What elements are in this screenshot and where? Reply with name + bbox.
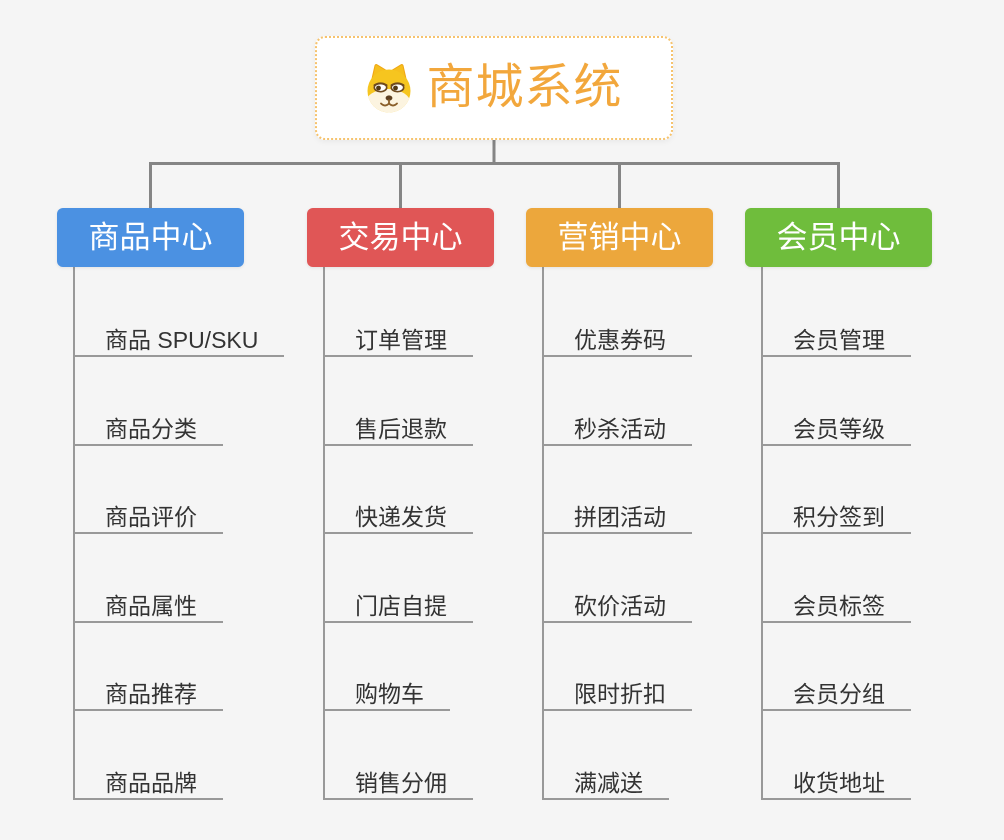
leaf-node[interactable]: 优惠券码 (542, 325, 692, 357)
branch-label: 商品中心 (88, 220, 213, 255)
leaf-node[interactable]: 砍价活动 (542, 591, 692, 623)
leaf-node[interactable]: 会员等级 (761, 414, 911, 446)
leaf-node[interactable]: 商品分类 (73, 414, 223, 446)
leaf-node[interactable]: 会员标签 (761, 591, 911, 623)
leaf-node[interactable]: 积分签到 (761, 502, 911, 535)
leaf-node[interactable]: 售后退款 (323, 414, 473, 446)
leaf-node[interactable]: 商品推荐 (73, 679, 223, 712)
branch-node-4[interactable]: 会员中心 (745, 208, 932, 267)
leaf-node[interactable]: 会员分组 (761, 679, 911, 712)
leaf-node[interactable]: 满减送 (542, 768, 669, 800)
leaf-node[interactable]: 拼团活动 (542, 502, 692, 535)
branch-node-3[interactable]: 营销中心 (526, 208, 713, 267)
branch-label: 交易中心 (338, 220, 463, 255)
leaf-node[interactable]: 秒杀活动 (542, 414, 692, 446)
leaf-node[interactable]: 会员管理 (761, 325, 911, 357)
leaf-node[interactable]: 快递发货 (323, 502, 473, 535)
branch-node-1[interactable]: 商品中心 (57, 208, 244, 267)
leaf-node[interactable]: 商品品牌 (73, 768, 223, 800)
leaf-node[interactable]: 商品评价 (73, 502, 223, 535)
doge-icon (365, 62, 413, 114)
branch-node-2[interactable]: 交易中心 (307, 208, 494, 267)
leaf-node[interactable]: 购物车 (323, 679, 450, 712)
branch-label: 会员中心 (776, 220, 901, 255)
leaf-node[interactable]: 销售分佣 (323, 768, 473, 800)
leaf-node[interactable]: 门店自提 (323, 591, 473, 623)
root-title: 商城系统 (426, 61, 623, 114)
root-node[interactable]: 商城系统 (315, 36, 673, 140)
leaf-node[interactable]: 商品 SPU/SKU (73, 325, 285, 357)
leaf-node[interactable]: 收货地址 (761, 768, 911, 800)
leaf-node[interactable]: 订单管理 (323, 325, 473, 357)
leaf-node[interactable]: 商品属性 (73, 591, 223, 623)
leaf-node[interactable]: 限时折扣 (542, 679, 692, 712)
branch-label: 营销中心 (557, 220, 682, 255)
